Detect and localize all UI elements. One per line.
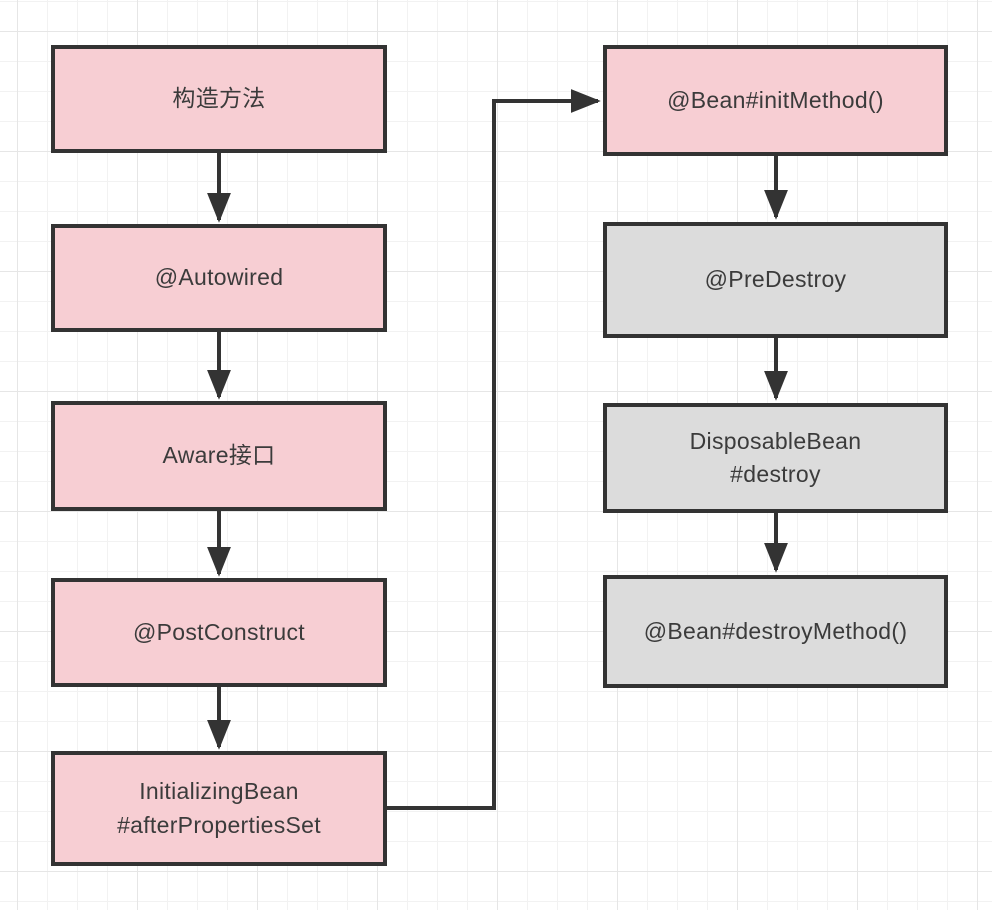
node-post-construct-label: @PostConstruct (133, 618, 305, 645)
node-bean-destroy-method-label: @Bean#destroyMethod() (643, 617, 908, 644)
node-disposable-bean-label: DisposableBean #destroy (689, 427, 862, 487)
node-bean-init-method: @Bean#initMethod() (603, 45, 948, 156)
node-aware-interface-label: Aware接口 (162, 442, 276, 469)
node-disposable-bean: DisposableBean #destroy (603, 403, 948, 513)
node-autowired: @Autowired (51, 224, 387, 332)
node-autowired-label: @Autowired (154, 264, 284, 291)
node-initializing-bean: InitializingBean #afterPropertiesSet (51, 751, 387, 866)
node-bean-destroy-method: @Bean#destroyMethod() (603, 575, 948, 688)
node-bean-init-method-label: @Bean#initMethod() (667, 86, 884, 113)
node-initializing-bean-label: InitializingBean #afterPropertiesSet (117, 778, 321, 838)
node-pre-destroy: @PreDestroy (603, 222, 948, 338)
node-post-construct: @PostConstruct (51, 578, 387, 687)
node-construct-method: 构造方法 (51, 45, 387, 153)
node-pre-destroy-label: @PreDestroy (704, 266, 847, 293)
node-construct-method-label: 构造方法 (172, 85, 266, 112)
node-aware-interface: Aware接口 (51, 401, 387, 511)
edge-initializing-to-initmethod (387, 89, 601, 810)
